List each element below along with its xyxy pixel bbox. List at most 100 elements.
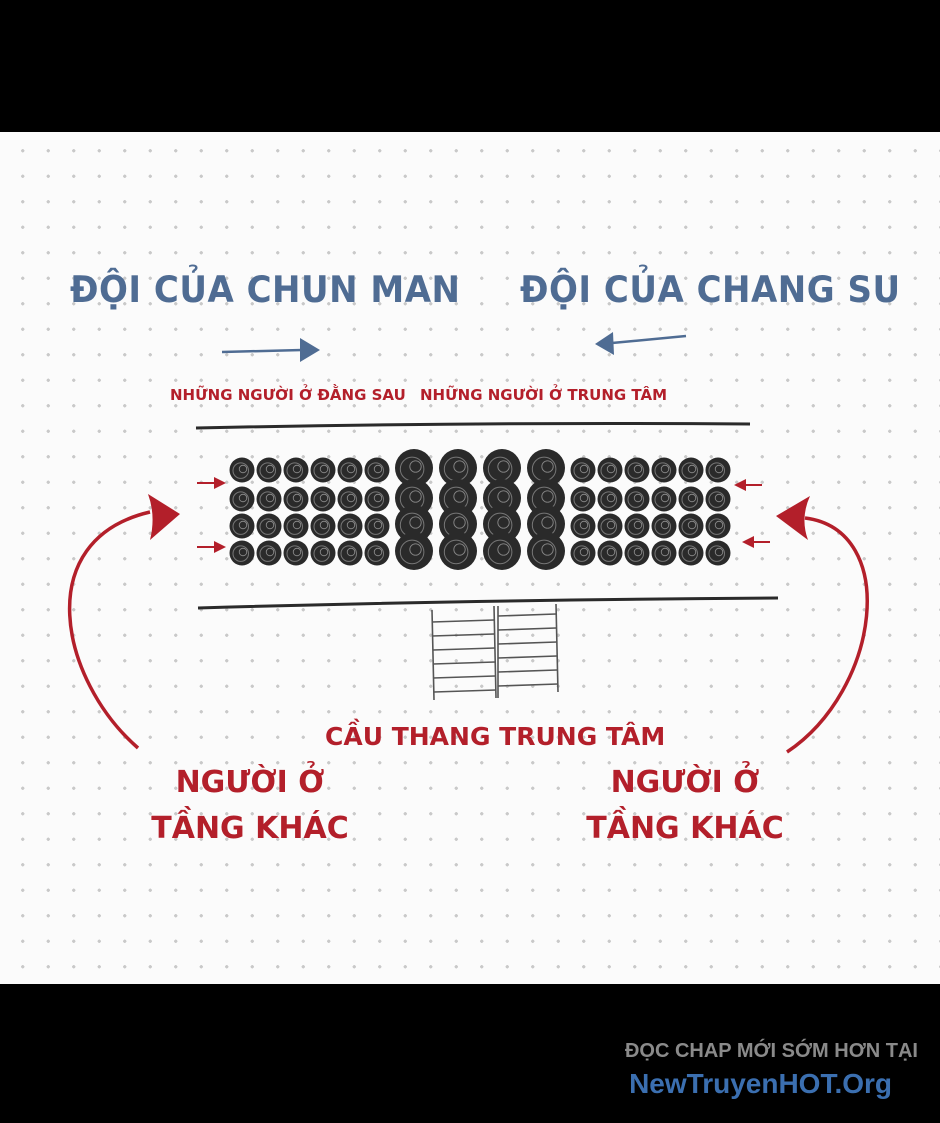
crowd-head-scribble-inner xyxy=(265,464,275,474)
crowd-head-scribble xyxy=(573,491,590,508)
crowd-head-scribble-inner xyxy=(606,547,616,557)
back-people-crowd-right xyxy=(570,457,731,566)
crowd-head-scribble xyxy=(654,491,671,508)
crowd-head-large-scribble xyxy=(487,539,513,565)
other-floor-right-line1: NGƯỜI Ở xyxy=(610,765,760,800)
team-right-title: ĐỘI CỦA CHANG SU xyxy=(520,268,901,312)
crowd-head-scribble xyxy=(681,491,698,508)
crowd-head-scribble-inner xyxy=(687,520,697,530)
blue-arrow-right-icon xyxy=(221,338,320,362)
bottom-black-band xyxy=(0,984,940,1123)
crowd-head-scribble-inner xyxy=(579,464,589,474)
central-stairs-label: CẦU THANG TRUNG TÂM xyxy=(325,722,666,751)
crowd-head-scribble-inner xyxy=(373,493,383,503)
crowd-head-scribble-inner xyxy=(346,547,356,557)
crowd-head-scribble xyxy=(708,518,725,535)
crowd-head-scribble-inner xyxy=(346,464,356,474)
crowd-head-scribble xyxy=(286,545,303,562)
crowd-head-scribble-inner xyxy=(373,547,383,557)
other-floor-right-line2: TẦNG KHÁC xyxy=(586,811,784,846)
crowd-head-scribble xyxy=(681,545,698,562)
crowd-head-scribble xyxy=(654,545,671,562)
crowd-head-scribble-inner xyxy=(687,547,697,557)
crowd-head-scribble-inner xyxy=(606,520,616,530)
crowd-head-scribble xyxy=(313,462,330,479)
crowd-head-large-scribble xyxy=(399,539,425,565)
crowd-head-scribble-inner xyxy=(633,547,643,557)
crowd-head-scribble-inner xyxy=(292,493,302,503)
crowd-head-scribble-inner xyxy=(238,547,248,557)
crowd-head-large-scribble-inner xyxy=(409,543,422,556)
crowd-head-scribble xyxy=(232,518,249,535)
corridor-bottom-wall xyxy=(197,596,779,610)
crowd-head-scribble xyxy=(232,462,249,479)
crowd-head-large-scribble-inner xyxy=(541,516,554,529)
crowd-head-large-scribble-inner xyxy=(453,516,466,529)
crowd-head-large-scribble-inner xyxy=(409,460,422,473)
crowd-head-scribble-inner xyxy=(319,547,329,557)
crowd-head-scribble xyxy=(708,491,725,508)
crowd-head-scribble xyxy=(340,462,357,479)
crowd-head-scribble xyxy=(286,518,303,535)
crowd-head-scribble xyxy=(340,518,357,535)
crowd-head-scribble-inner xyxy=(687,464,697,474)
other-floor-label-left: NGƯỜI Ở TẦNG KHÁC xyxy=(140,760,360,852)
crowd-head-scribble-inner xyxy=(606,493,616,503)
red-curved-arrow-left-icon xyxy=(68,494,180,750)
crowd-head-large-scribble-inner xyxy=(497,460,510,473)
team-left-title: ĐỘI CỦA CHUN MAN xyxy=(70,268,461,312)
crowd-head-scribble xyxy=(232,545,249,562)
crowd-head-scribble-inner xyxy=(579,520,589,530)
other-floor-left-line1: NGƯỜI Ở xyxy=(175,765,325,800)
crowd-head-scribble-inner xyxy=(714,520,724,530)
crowd-head-large-scribble-inner xyxy=(497,516,510,529)
crowd-head-scribble xyxy=(573,462,590,479)
crowd-head-scribble xyxy=(367,518,384,535)
crowd-head-scribble-inner xyxy=(714,493,724,503)
crowd-head-scribble-inner xyxy=(660,547,670,557)
corridor-top-wall xyxy=(195,422,751,430)
crowd-head-scribble xyxy=(708,545,725,562)
crowd-head-scribble-inner xyxy=(660,520,670,530)
crowd-head-scribble xyxy=(573,545,590,562)
crowd-head-scribble-inner xyxy=(292,547,302,557)
blue-arrow-left-icon xyxy=(595,332,687,355)
red-curved-arrow-right-icon xyxy=(776,496,869,754)
crowd-head-large-scribble xyxy=(531,539,557,565)
crowd-head-scribble xyxy=(259,462,276,479)
crowd-head-large-scribble-inner xyxy=(453,460,466,473)
crowd-head-large-scribble-inner xyxy=(497,490,510,503)
crowd-head-scribble-inner xyxy=(660,493,670,503)
crowd-head-scribble xyxy=(600,462,617,479)
crowd-head-large-scribble xyxy=(443,539,469,565)
crowd-head-scribble-inner xyxy=(346,520,356,530)
crowd-head-scribble-inner xyxy=(373,520,383,530)
promo-text: ĐỌC CHAP MỚI SỚM HƠN TẠI xyxy=(624,1040,918,1062)
crowd-head-scribble-inner xyxy=(633,464,643,474)
crowd-head-large-scribble-inner xyxy=(453,490,466,503)
crowd-head-large-scribble-inner xyxy=(541,543,554,556)
crowd-head-scribble xyxy=(313,518,330,535)
crowd-head-scribble-inner xyxy=(606,464,616,474)
crowd-head-scribble-inner xyxy=(660,464,670,474)
crowd-head-scribble-inner xyxy=(292,520,302,530)
back-people-label: NHỮNG NGƯỜI Ở ĐẰNG SAU xyxy=(170,386,406,404)
crowd-head-scribble-inner xyxy=(238,493,248,503)
crowd-head-scribble xyxy=(681,462,698,479)
crowd-head-scribble xyxy=(286,491,303,508)
crowd-head-scribble-inner xyxy=(238,464,248,474)
center-people-label: NHỮNG NGƯỜI Ở TRUNG TÂM xyxy=(420,386,668,404)
crowd-head-scribble xyxy=(627,491,644,508)
crowd-head-scribble xyxy=(313,545,330,562)
promo-site-link[interactable]: NewTruyenHOT.Org xyxy=(629,1068,892,1099)
crowd-head-scribble xyxy=(627,518,644,535)
crowd-head-scribble-inner xyxy=(714,547,724,557)
crowd-head-large-scribble-inner xyxy=(409,490,422,503)
crowd-head-scribble xyxy=(627,545,644,562)
crowd-head-scribble-inner xyxy=(238,520,248,530)
crowd-head-scribble-inner xyxy=(714,464,724,474)
crowd-head-scribble-inner xyxy=(265,493,275,503)
crowd-head-scribble xyxy=(259,491,276,508)
crowd-head-scribble-inner xyxy=(265,547,275,557)
